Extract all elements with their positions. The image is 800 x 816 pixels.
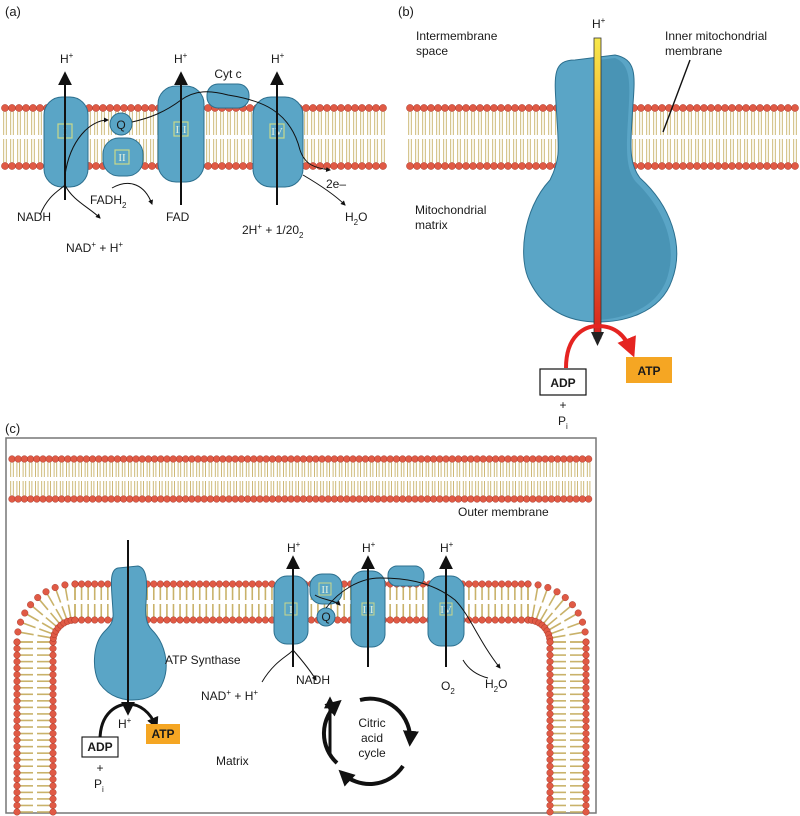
inner-membrane-label-2: membrane (665, 44, 723, 58)
water-label-a: H2O (345, 210, 367, 227)
h-plus-c-synthase: H+ (118, 716, 132, 731)
two-electrons-label: 2e– (326, 177, 346, 191)
pi-label-c: Pi (94, 777, 104, 794)
panel-b: (b) Intermembrane space Inner mitochondr… (398, 4, 799, 431)
atp-label-b: ATP (637, 364, 660, 378)
pi-label-b: Pi (558, 414, 568, 431)
adp-label-b: ADP (550, 376, 575, 390)
matrix-label-c: Matrix (216, 754, 249, 768)
fadh2-oxidation-arrow (111, 183, 153, 205)
mitochondrion-frame (5, 437, 597, 814)
atp-synthase-shade-b (598, 58, 671, 320)
nad-plus-label-c: NAD+ + H+ (201, 688, 258, 703)
membrane-b (406, 104, 799, 170)
complex-ii-label: II (118, 152, 126, 164)
outer-membrane-label: Outer membrane (458, 505, 549, 519)
panel-b-tag: (b) (398, 4, 414, 19)
atp-box-b (626, 357, 672, 383)
cyt-c-label: Cyt c (214, 67, 241, 81)
q-label: Q (116, 118, 125, 132)
citric-label-1: Citric (358, 716, 385, 730)
nadh-oxidation-arrow (39, 184, 101, 219)
atp-label-c: ATP (151, 727, 174, 741)
fad-label: FAD (166, 210, 190, 224)
adp-curve-arrow (564, 324, 599, 369)
nadh-label-c: NADH (296, 673, 330, 687)
h-plus-i: H+ (60, 51, 74, 66)
adp-box-b (539, 368, 587, 396)
proton-channel-rod (593, 37, 602, 339)
ubiquinone-q-c: Q (316, 607, 336, 627)
water-arrow (302, 174, 346, 206)
intermembrane-label-1: Intermembrane (416, 29, 498, 43)
complex-i-c-label: I (289, 604, 293, 616)
complex-i-c: I (273, 575, 309, 645)
panel-a: (a) I II Q III Cyt c (1, 4, 387, 255)
h-plus-b: H+ (592, 16, 606, 31)
citric-label-3: cycle (358, 746, 386, 760)
o2-to-water-arrow (462, 659, 489, 679)
atp-box-c (146, 724, 180, 744)
inner-membrane-label-1: Inner mitochondrial (665, 29, 767, 43)
nad-plus-label: NAD+ + H+ (66, 240, 123, 255)
inner-membrane-c (13, 580, 590, 816)
atp-curve-arrow (597, 324, 636, 358)
o2-label-c: O2 (441, 679, 455, 696)
complex-ii: II (102, 137, 144, 177)
fadh2-label: FADH2 (90, 193, 127, 210)
matrix-label-1: Mitochondrial (415, 203, 486, 217)
water-label-c: H2O (485, 677, 507, 694)
outer-membrane (8, 455, 593, 503)
cytochrome-c: Cyt c (206, 67, 250, 109)
electron-path-i-q (64, 117, 109, 176)
adp-box-c (81, 736, 119, 758)
intermembrane-label-2: space (416, 44, 448, 58)
panel-a-tag: (a) (5, 4, 21, 19)
panel-c: (c) Outer membrane ATP Synthase H+ ADP A… (5, 421, 597, 816)
cytochrome-c-c (387, 565, 425, 587)
h-plus-c-i: H+ (287, 540, 301, 555)
complex-ii-c-label: II (321, 584, 329, 596)
adp-atp-arrow-c (98, 702, 159, 741)
complex-ii-to-q-arrow-c (314, 594, 341, 606)
atp-synthase-body-c (94, 565, 167, 701)
adp-label-c: ADP (87, 740, 112, 754)
q-c-label: Q (321, 610, 330, 624)
ubiquinone-q: Q (109, 112, 133, 136)
h-plus-iv: H+ (271, 51, 285, 66)
plus-c: + (96, 761, 103, 775)
citric-acid-cycle: Citric acid cycle (321, 696, 419, 787)
h-plus-c-iv: H+ (440, 540, 454, 555)
h-plus-c-iii: H+ (362, 540, 376, 555)
h-plus-iii: H+ (174, 51, 188, 66)
matrix-label-2: matrix (415, 218, 448, 232)
nadh-label: NADH (17, 210, 51, 224)
proton-channel-arrowhead (591, 332, 604, 346)
plus-b: + (559, 398, 566, 412)
citric-label-2: acid (361, 731, 383, 745)
nadh-oxidation-arrow-c (261, 649, 317, 683)
inner-membrane-pointer (662, 59, 691, 133)
electron-path-q-iv (131, 91, 331, 172)
two-h-half-o2-label: 2H+ + 1/202 (242, 222, 304, 240)
electron-path-c (325, 577, 501, 669)
panel-c-tag: (c) (5, 421, 20, 436)
atp-synthase-label: ATP Synthase (165, 653, 241, 667)
